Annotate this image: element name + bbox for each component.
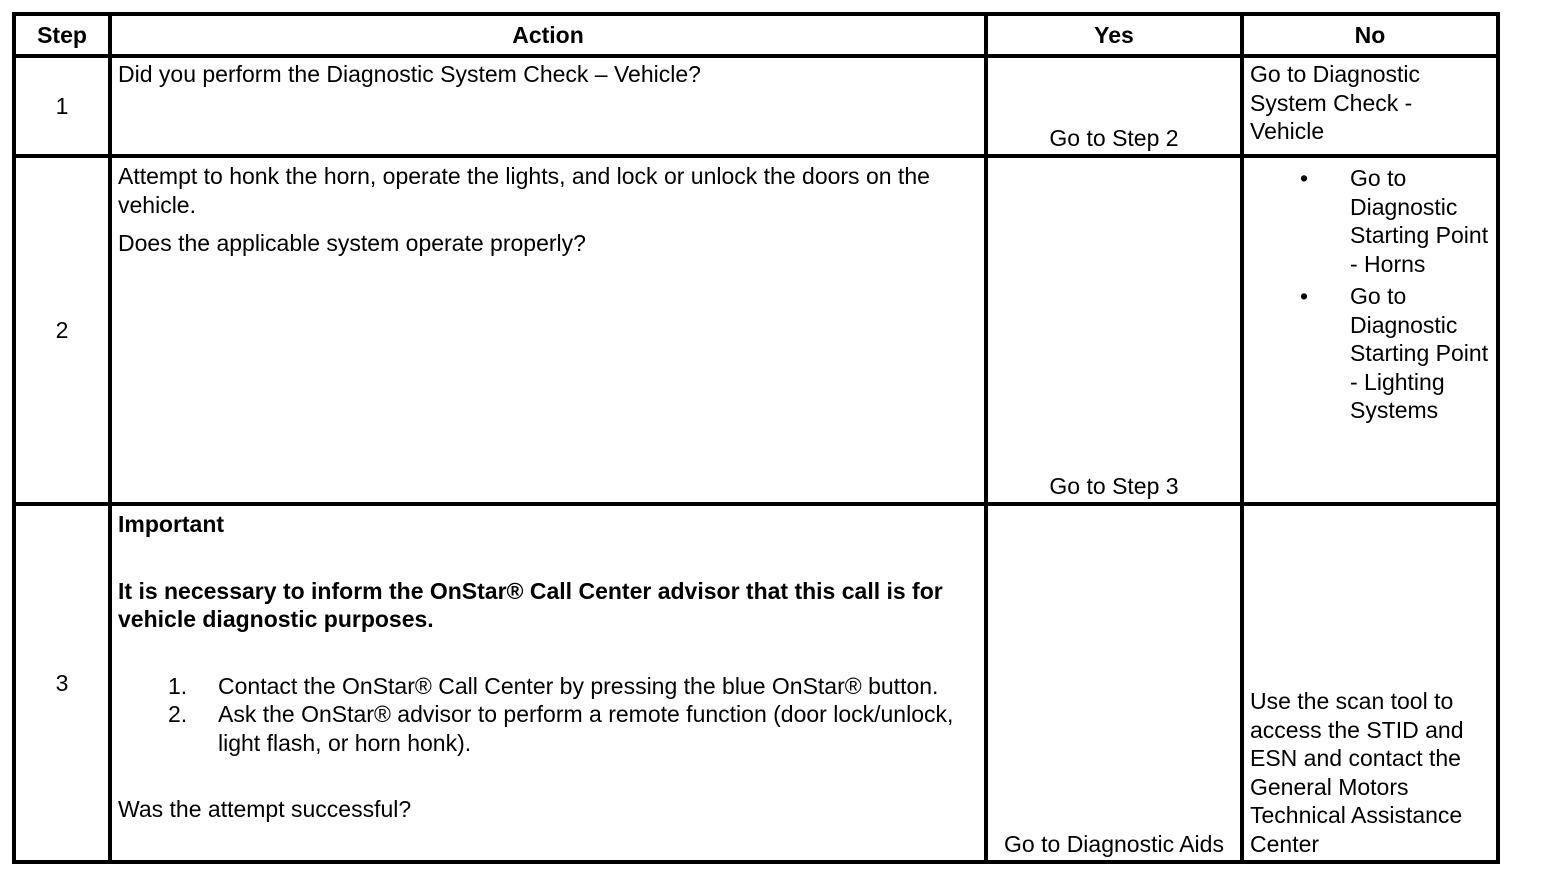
list-item: 1. Contact the OnStar® Call Center by pr…	[118, 672, 978, 701]
no-link[interactable]: Use the scan tool to access the STID and…	[1250, 688, 1464, 857]
step-index: 2.	[168, 701, 188, 727]
yes-cell: Go to Step 3	[984, 154, 1244, 506]
step-number: 2	[12, 154, 112, 506]
paragraph-spacer	[118, 757, 978, 795]
paragraph-spacer	[118, 539, 978, 577]
yes-cell: Go to Diagnostic Aids	[984, 502, 1244, 864]
table-row: 3 Important It is necessary to inform th…	[12, 502, 1500, 864]
list-item: 2. Ask the OnStar® advisor to perform a …	[118, 700, 978, 757]
table-row: 1 Did you perform the Diagnostic System …	[12, 54, 1500, 158]
bullet-icon: •	[1300, 165, 1309, 191]
action-cell: Attempt to honk the horn, operate the li…	[108, 154, 988, 506]
no-link[interactable]: Go to Diagnostic Starting Point - Horns	[1350, 165, 1489, 277]
action-question: Was the attempt successful?	[118, 796, 412, 822]
action-text: Attempt to honk the horn, operate the li…	[118, 163, 930, 218]
step-number: 1	[12, 54, 112, 158]
paragraph-spacer	[118, 634, 978, 672]
yes-link[interactable]: Go to Diagnostic Aids	[1004, 830, 1224, 857]
list-item: • Go to Diagnostic Starting Point - Ligh…	[1250, 282, 1492, 425]
no-link[interactable]: Go to Diagnostic System Check - Vehicle	[1250, 61, 1421, 144]
procedure-text: Contact the OnStar® Call Center by press…	[218, 672, 939, 699]
step-number: 3	[12, 502, 112, 864]
no-cell: Use the scan tool to access the STID and…	[1240, 502, 1500, 864]
header-no: No	[1240, 12, 1500, 58]
bullet-icon: •	[1300, 283, 1309, 309]
no-cell: • Go to Diagnostic Starting Point - Horn…	[1240, 154, 1500, 506]
diagnostic-table: Step Action Yes No 1 Did you perform the…	[12, 12, 1500, 864]
yes-cell: Go to Step 2	[984, 54, 1244, 158]
yes-link[interactable]: Go to Step 2	[1049, 124, 1179, 151]
action-text: Did you perform the Diagnostic System Ch…	[118, 61, 701, 87]
yes-link[interactable]: Go to Step 3	[1049, 472, 1179, 499]
important-label: Important	[118, 511, 225, 537]
no-cell: Go to Diagnostic System Check - Vehicle	[1240, 54, 1500, 158]
header-row: Step Action Yes No	[12, 12, 1500, 58]
important-notice: It is necessary to inform the OnStar® Ca…	[118, 577, 943, 633]
header-yes: Yes	[984, 12, 1244, 58]
step-index: 1.	[168, 672, 188, 699]
procedure-text: Ask the OnStar® advisor to perform a rem…	[218, 701, 954, 756]
header-action: Action	[108, 12, 988, 58]
no-link[interactable]: Go to Diagnostic Starting Point - Lighti…	[1350, 283, 1489, 423]
action-cell: Did you perform the Diagnostic System Ch…	[108, 54, 988, 158]
header-step: Step	[12, 12, 112, 58]
action-question: Does the applicable system operate prope…	[118, 230, 586, 256]
no-bullet-list: • Go to Diagnostic Starting Point - Horn…	[1250, 164, 1492, 425]
action-cell: Important It is necessary to inform the …	[108, 502, 988, 864]
list-item: • Go to Diagnostic Starting Point - Horn…	[1250, 164, 1492, 278]
table-row: 2 Attempt to honk the horn, operate the …	[12, 154, 1500, 506]
procedure-list: 1. Contact the OnStar® Call Center by pr…	[118, 672, 978, 758]
